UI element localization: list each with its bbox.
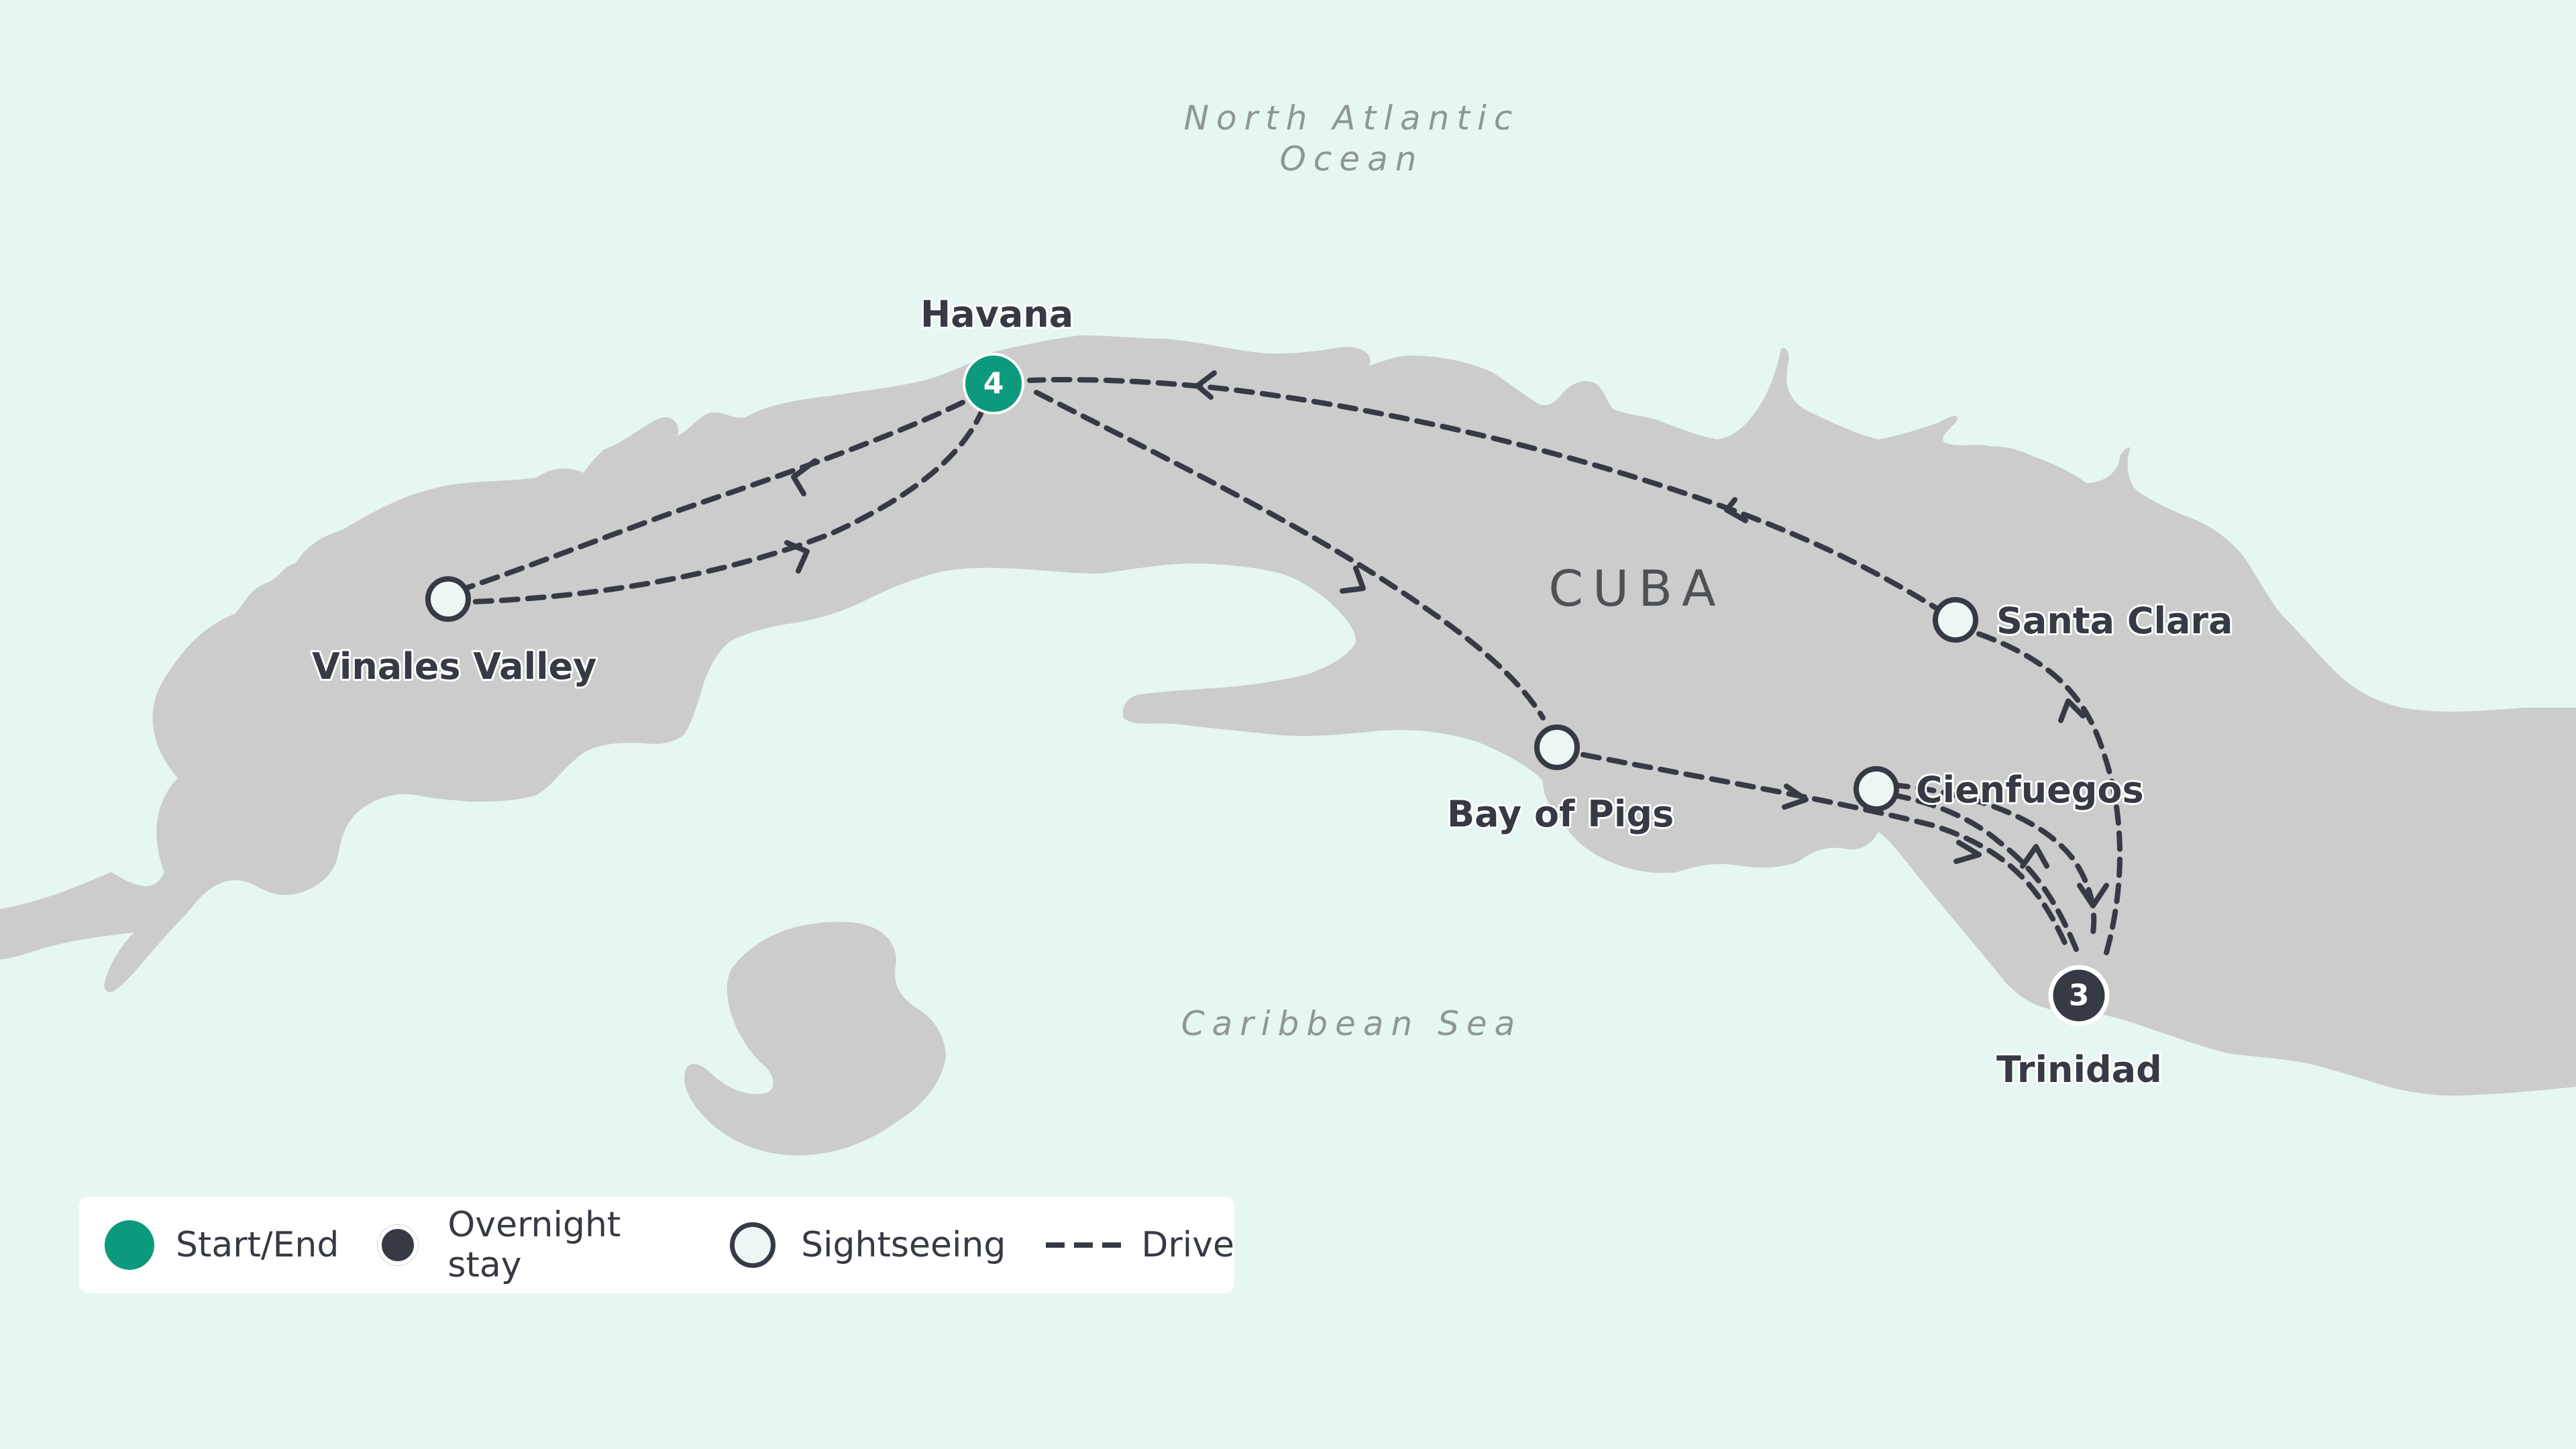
isle-of-youth [684,922,946,1156]
arrow-to-trinidad-from-cienfuegos [1953,840,1982,864]
legend-start-end-label: Start/End [176,1225,339,1265]
stop-trinidad[interactable]: 3 Trinidad [1994,965,2164,1093]
arrow-to-vinales [791,458,818,496]
leg-havana-to-bay-of-pigs [1034,390,1546,720]
stop-havana[interactable]: 4 Havana [918,291,1075,415]
sightseeing-marker[interactable] [1933,597,1978,643]
sightseeing-legend-marker [730,1222,776,1268]
stop-bay-of-pigs[interactable]: Bay of Pigs [1445,724,1676,837]
caribbean-sea-label: Caribbean Sea [1181,1004,1523,1043]
bay-of-pigs-label: Bay of Pigs [1447,793,1674,835]
arrow-to-havana-from-santa-clara [1724,497,1748,523]
cienfuegos-label: Cienfuegos [1916,769,2144,811]
start-end-legend-marker [105,1220,154,1270]
map-legend: Start/End Overnight stay Sightseeing Dri… [79,1197,1234,1293]
arrow-to-cienfuegos [2020,844,2049,869]
arrow-to-trinidad-from-bay [1782,784,1809,810]
santa-clara-label: Santa Clara [1996,600,2233,642]
arrow-to-bay-of-pigs [1340,566,1366,594]
havana-nights: 4 [983,367,1004,401]
legend-drive-label: Drive [1141,1225,1234,1265]
stop-santa-clara[interactable]: Santa Clara [1933,597,2235,644]
sightseeing-marker[interactable] [1854,766,1899,812]
north-atlantic-label-line2: Ocean [1280,140,1424,178]
legend-item-drive: Drive [1006,1225,1234,1265]
leg-trinidad-to-cienfuegos [1889,792,2079,952]
legend-item-sightseeing: Sightseeing [688,1222,1006,1268]
havana-label: Havana [920,293,1073,335]
legend-item-start-end: Start/End [79,1220,339,1270]
leg-havana-to-vinales [447,400,965,596]
legend-overnight-label: Overnight stay [447,1205,621,1285]
arrow-to-havana-from-vinales [784,540,810,574]
sightseeing-marker[interactable] [425,576,471,622]
arrow-to-trinidad-from-cienfuegos-2 [2077,883,2109,908]
arrow-to-santa-clara [2058,698,2086,723]
leg-trinidad-to-santa-clara [1976,631,2123,955]
country-label: CUBA [1548,560,1725,618]
route-arrows [784,370,2109,908]
route-lines [447,376,2123,955]
leg-santa-clara-to-havana [1027,376,1948,616]
legend-sightseeing-label: Sightseeing [801,1225,1006,1265]
leg-bay-of-pigs-to-trinidad [1580,752,2069,949]
stop-cienfuegos[interactable]: Cienfuegos [1854,766,2146,813]
overnight-marker[interactable] [2048,965,2110,1026]
trinidad-nights: 3 [2069,979,2090,1013]
vinales-valley-label: Vinales Valley [312,645,596,688]
start-end-marker[interactable] [963,353,1024,415]
drive-legend-dash-icon [1046,1242,1122,1248]
north-atlantic-label-line1: North Atlantic [1184,99,1520,138]
trinidad-label: Trinidad [1996,1049,2162,1091]
arrow-to-havana-final [1195,370,1217,400]
sightseeing-marker[interactable] [1534,724,1580,770]
stop-vinales-valley[interactable]: Vinales Valley [310,576,598,690]
legend-item-overnight: Overnight stay [339,1205,688,1285]
overnight-legend-marker [378,1225,419,1265]
